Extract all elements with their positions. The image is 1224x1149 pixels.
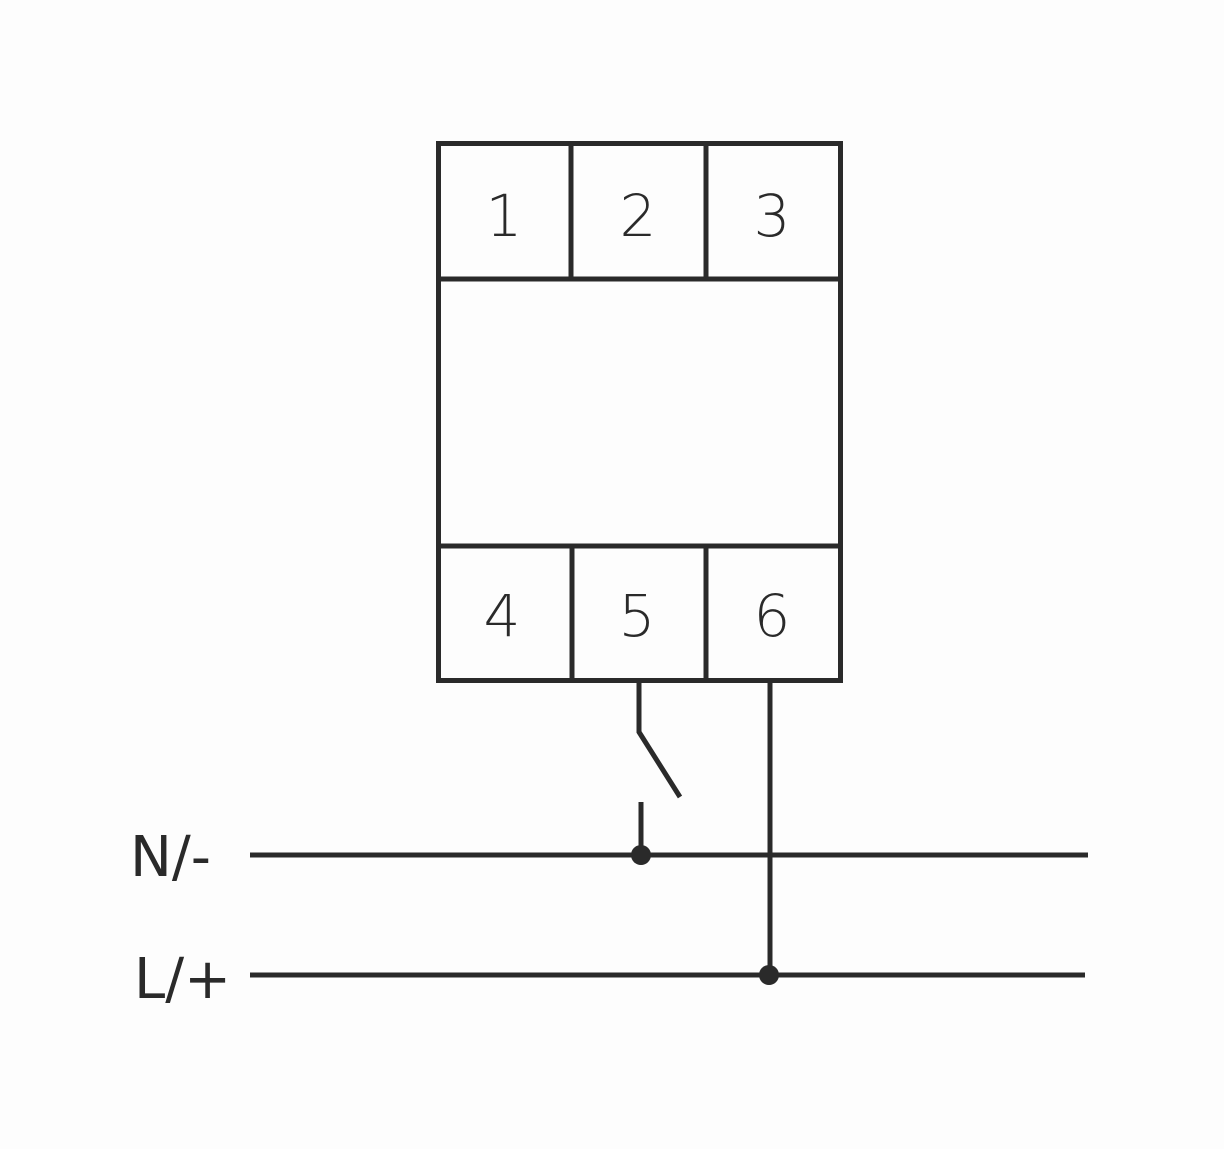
terminal-4-label: 4 — [484, 582, 521, 650]
live-label: L/+ — [134, 947, 231, 1012]
terminal-2-label: 2 — [620, 182, 657, 250]
terminal-5-label: 5 — [619, 582, 656, 650]
terminal-6-label: 6 — [754, 582, 791, 650]
terminal-1-label: 1 — [486, 182, 523, 250]
junction-dot-neutral — [631, 845, 651, 865]
junction-dot-live — [759, 965, 779, 985]
terminal-3-label: 3 — [754, 182, 791, 250]
switch-contact — [636, 680, 683, 799]
neutral-label: N/- — [130, 825, 211, 890]
